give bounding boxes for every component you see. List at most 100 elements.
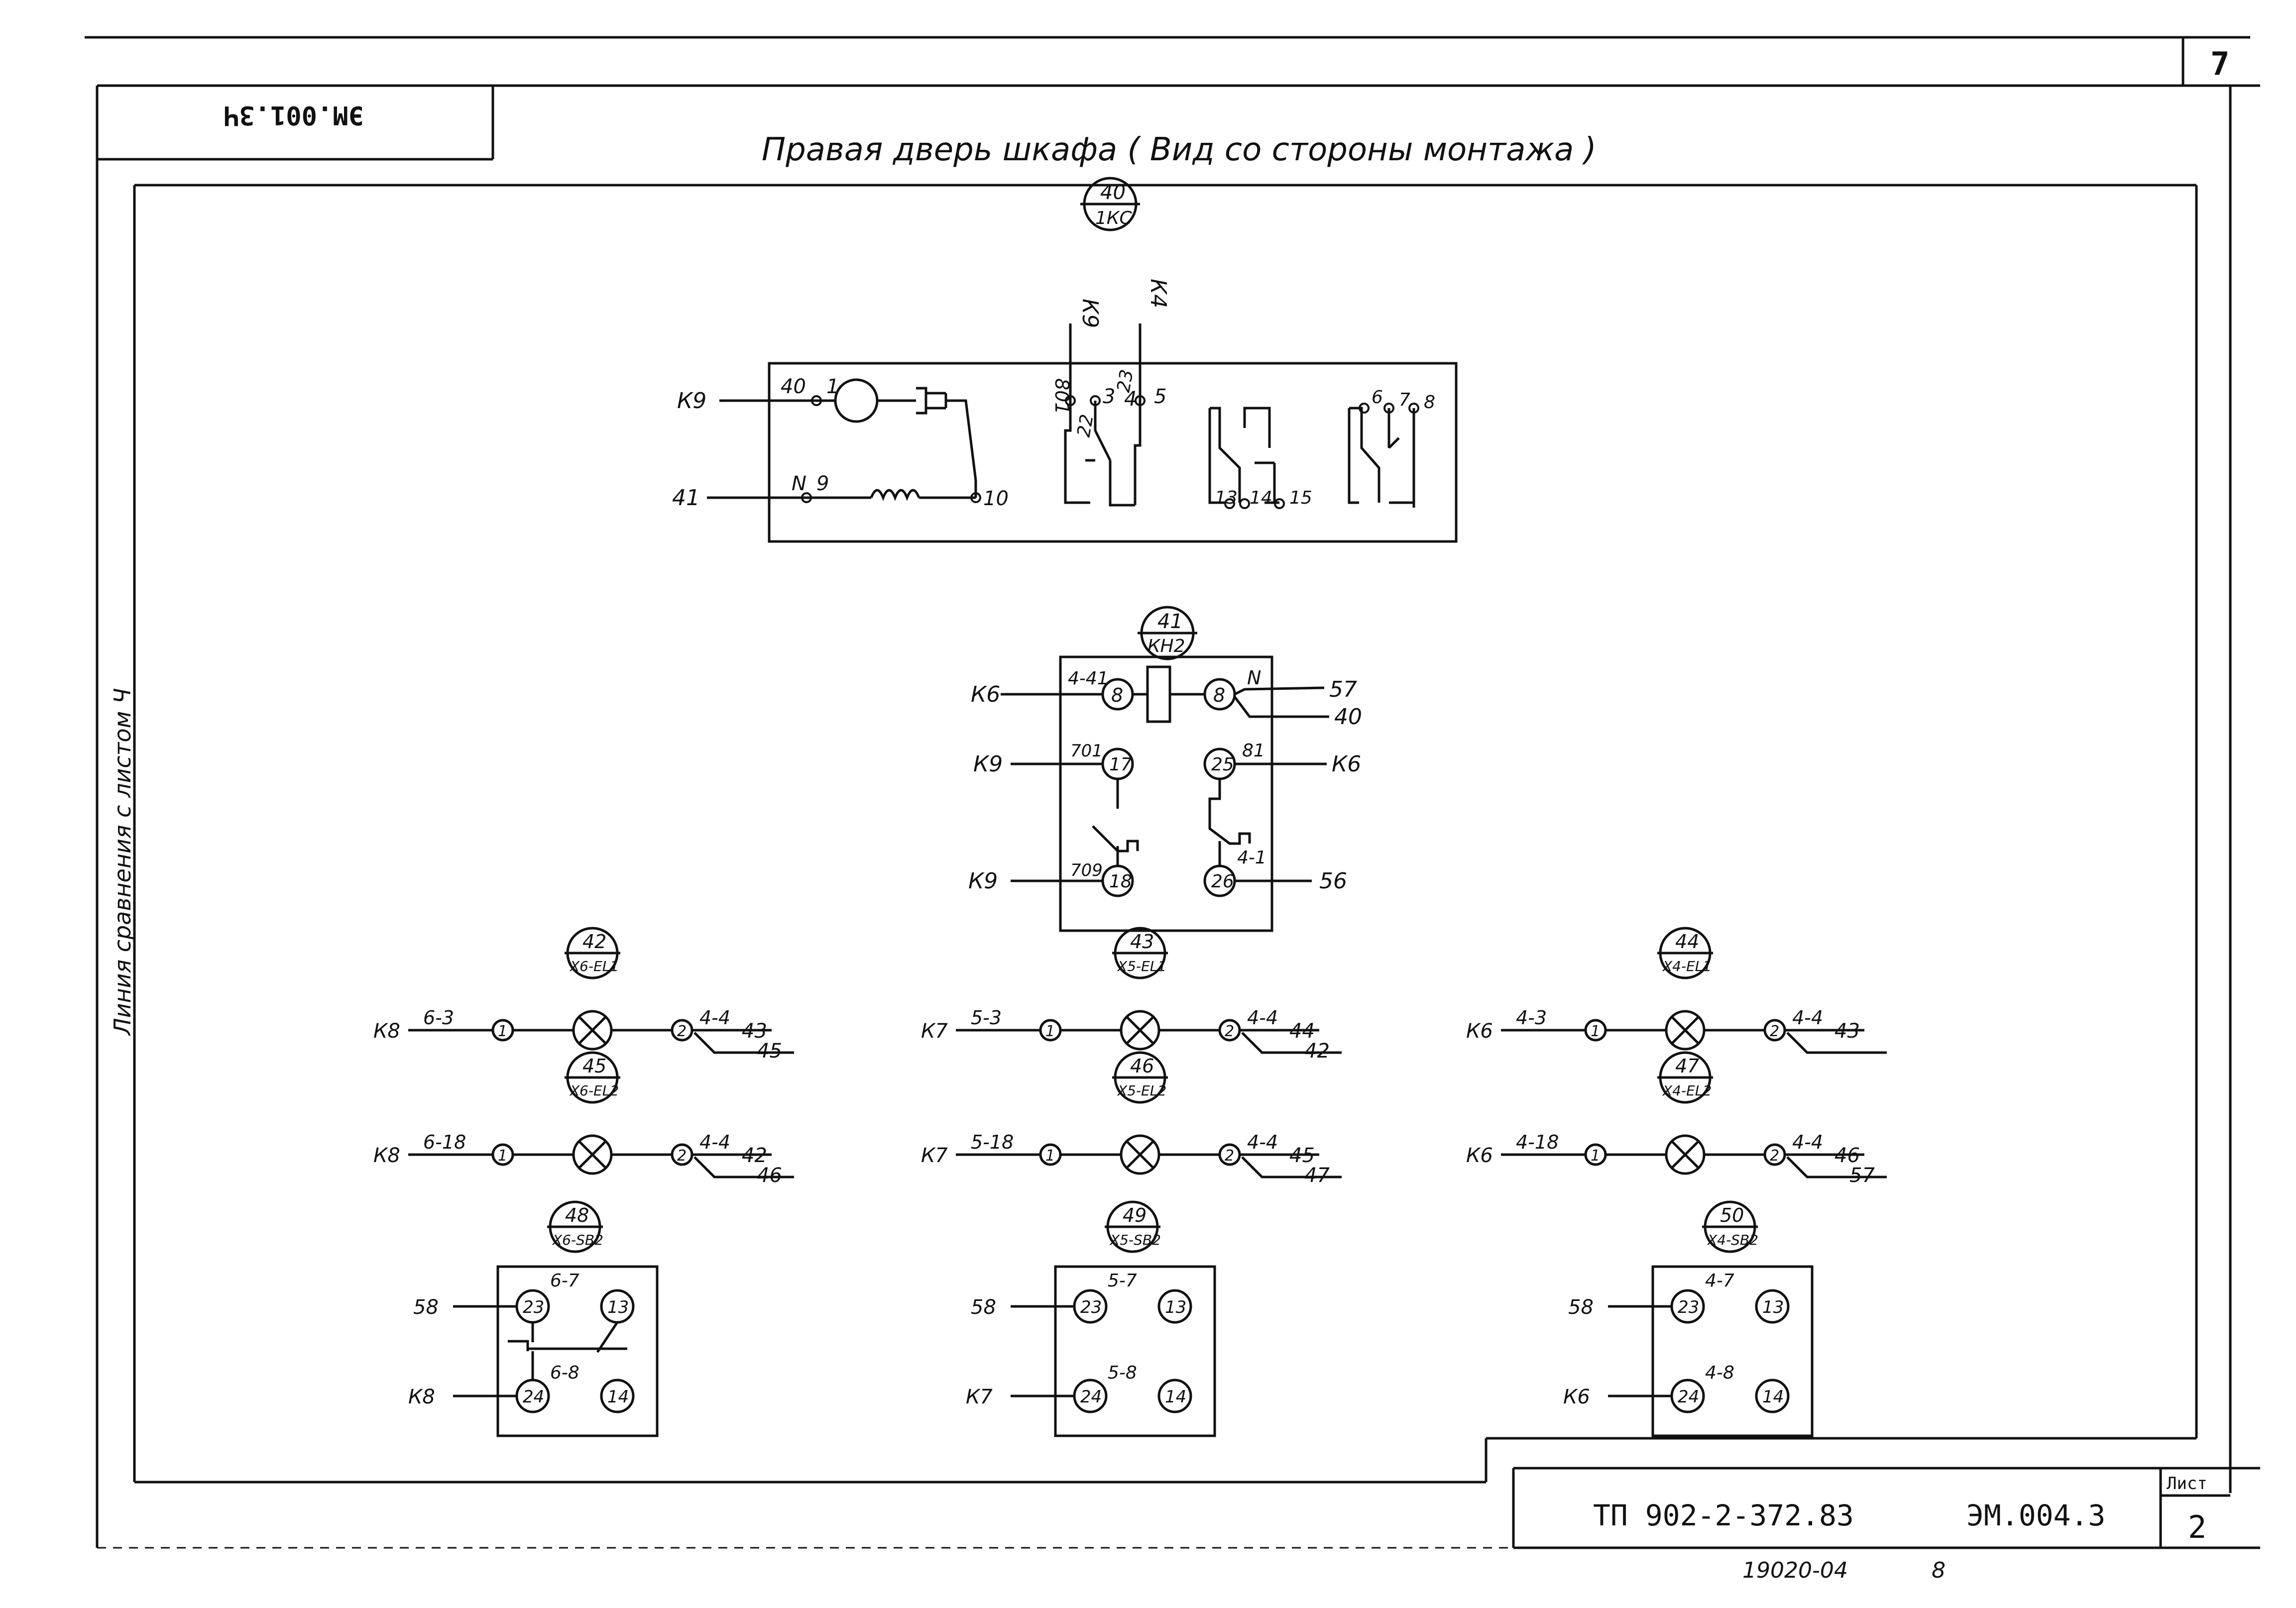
term-3: 3 <box>1103 385 1115 408</box>
lamp-pin-2: 2 <box>1770 1023 1779 1040</box>
button-terminal-13: 13 <box>1762 1297 1784 1317</box>
button-terminal-14: 14 <box>1762 1387 1784 1407</box>
lamp-out-2: 46 <box>757 1164 782 1187</box>
rotated-stamp-code: ЭМ.001.3Ч <box>224 100 364 130</box>
lamp-out-2: 42 <box>1304 1040 1330 1063</box>
wire-41-left: 41 <box>672 485 700 511</box>
tag-40-top: 40 <box>1100 181 1126 204</box>
wire-k9-top: К9 <box>1077 299 1103 328</box>
drawing-title: Правая дверь шкафа ( Вид со стороны монт… <box>762 131 1597 168</box>
term-7: 7 <box>1399 390 1410 410</box>
tag-number: 47 <box>1675 1055 1699 1077</box>
title-block <box>97 1467 2260 1549</box>
tag-designation: Х4-SB2 <box>1707 1232 1758 1248</box>
button-mark-1: 4-7 <box>1705 1271 1734 1291</box>
wire-k9-left: К9 <box>677 388 706 414</box>
button-terminal-23: 23 <box>1080 1297 1102 1317</box>
sheet-number: 2 <box>2188 1509 2206 1545</box>
lamp-mark: 4-4 <box>1247 1007 1278 1029</box>
tag-designation: Х4-EL1 <box>1662 958 1712 974</box>
sheet-label: Лист <box>2167 1474 2207 1494</box>
button-left-wire-bottom: К8 <box>408 1386 435 1408</box>
lamp-out-1: 46 <box>1835 1144 1860 1167</box>
term-14: 14 <box>1250 488 1272 508</box>
lamp-out-1: 44 <box>1289 1020 1315 1043</box>
term-23: 23 <box>1113 368 1137 394</box>
lamp-mark: 4-4 <box>699 1007 730 1029</box>
tag-designation: Х4-EL2 <box>1662 1082 1712 1099</box>
tag-number: 50 <box>1720 1204 1744 1226</box>
archive-number: 19020-04 <box>1742 1558 1848 1583</box>
lamp-out-2: 47 <box>1304 1164 1330 1187</box>
lamp-symbol <box>572 1134 613 1175</box>
lamp-out-2: 57 <box>1849 1164 1875 1187</box>
lamp-out-1: 43 <box>742 1020 767 1043</box>
term-10: 10 <box>983 487 1009 510</box>
lamp-left-wire: К8 <box>373 1020 400 1043</box>
term-26: 26 <box>1211 871 1234 892</box>
term-4-1: 4-1 <box>1237 848 1266 868</box>
lamp-left-wire: К8 <box>373 1144 400 1167</box>
wire-k6-right: К6 <box>1332 751 1361 777</box>
term-40: 40 <box>781 375 806 398</box>
button-mark-2: 4-8 <box>1705 1363 1734 1383</box>
lamp-wire-number: 5-3 <box>971 1007 1002 1029</box>
term-8: 8 <box>1424 392 1435 413</box>
wire-40: 40 <box>1334 704 1362 730</box>
term-13: 13 <box>1215 488 1238 508</box>
wire-k9-bottom: К9 <box>968 868 998 894</box>
term-25: 25 <box>1211 754 1234 775</box>
tag-designation: Х6-EL2 <box>569 1082 619 1099</box>
term-N-41: N <box>1247 667 1261 689</box>
term-6: 6 <box>1372 387 1383 408</box>
tag-number: 46 <box>1130 1055 1154 1077</box>
doc-code-2: ЭМ.004.3 <box>1966 1499 2105 1532</box>
button-mark-2: 6-8 <box>550 1363 579 1383</box>
term-18: 18 <box>1109 871 1132 892</box>
button-left-wire-top: 58 <box>413 1296 439 1319</box>
term-801: 801 <box>1051 378 1073 415</box>
relay-block-40: 40 1КС К9 К4 К9 41 40 1 N 9 10 801 3 4 2… <box>672 177 1458 543</box>
tag-designation: Х6-SB2 <box>552 1232 603 1248</box>
lamp-pin-1: 1 <box>498 1147 507 1165</box>
lamp-symbol <box>572 1010 613 1051</box>
button-terminal-24: 24 <box>1678 1387 1699 1407</box>
button-terminal-23: 23 <box>523 1297 544 1317</box>
lamp-pin-2: 2 <box>677 1023 687 1040</box>
tag-number: 45 <box>582 1055 606 1077</box>
term-8-right: 8 <box>1213 684 1225 706</box>
wire-57: 57 <box>1329 677 1357 702</box>
button-terminal-14: 14 <box>1165 1387 1186 1407</box>
button-mark-1: 5-7 <box>1108 1271 1137 1291</box>
lamp-wire-number: 5-18 <box>971 1131 1014 1153</box>
term-15: 15 <box>1289 488 1312 508</box>
lamp-left-wire: К7 <box>921 1144 948 1167</box>
button-terminal-24: 24 <box>1080 1387 1102 1407</box>
lamp-symbol <box>1120 1010 1160 1051</box>
tag-41-top: 41 <box>1157 610 1183 633</box>
button-mark-1: 6-7 <box>550 1271 579 1291</box>
lamp-out-1: 43 <box>1835 1020 1860 1043</box>
tag-number: 43 <box>1130 931 1154 953</box>
button-terminal-13: 13 <box>607 1297 629 1317</box>
button-terminal-14: 14 <box>607 1387 629 1407</box>
tag-designation: Х6-EL1 <box>569 958 619 974</box>
wire-56: 56 <box>1319 868 1347 894</box>
term-9: 9 <box>816 472 829 495</box>
button-mark-2: 5-8 <box>1108 1363 1137 1383</box>
button-left-wire-bottom: К7 <box>966 1386 993 1408</box>
term-N: N <box>792 472 806 495</box>
lamp-symbol <box>1665 1010 1706 1051</box>
tag-designation: Х5-EL2 <box>1117 1082 1166 1099</box>
lamp-pin-1: 1 <box>1591 1023 1600 1040</box>
lamp-pin-1: 1 <box>1045 1147 1055 1165</box>
term-81: 81 <box>1242 741 1265 761</box>
